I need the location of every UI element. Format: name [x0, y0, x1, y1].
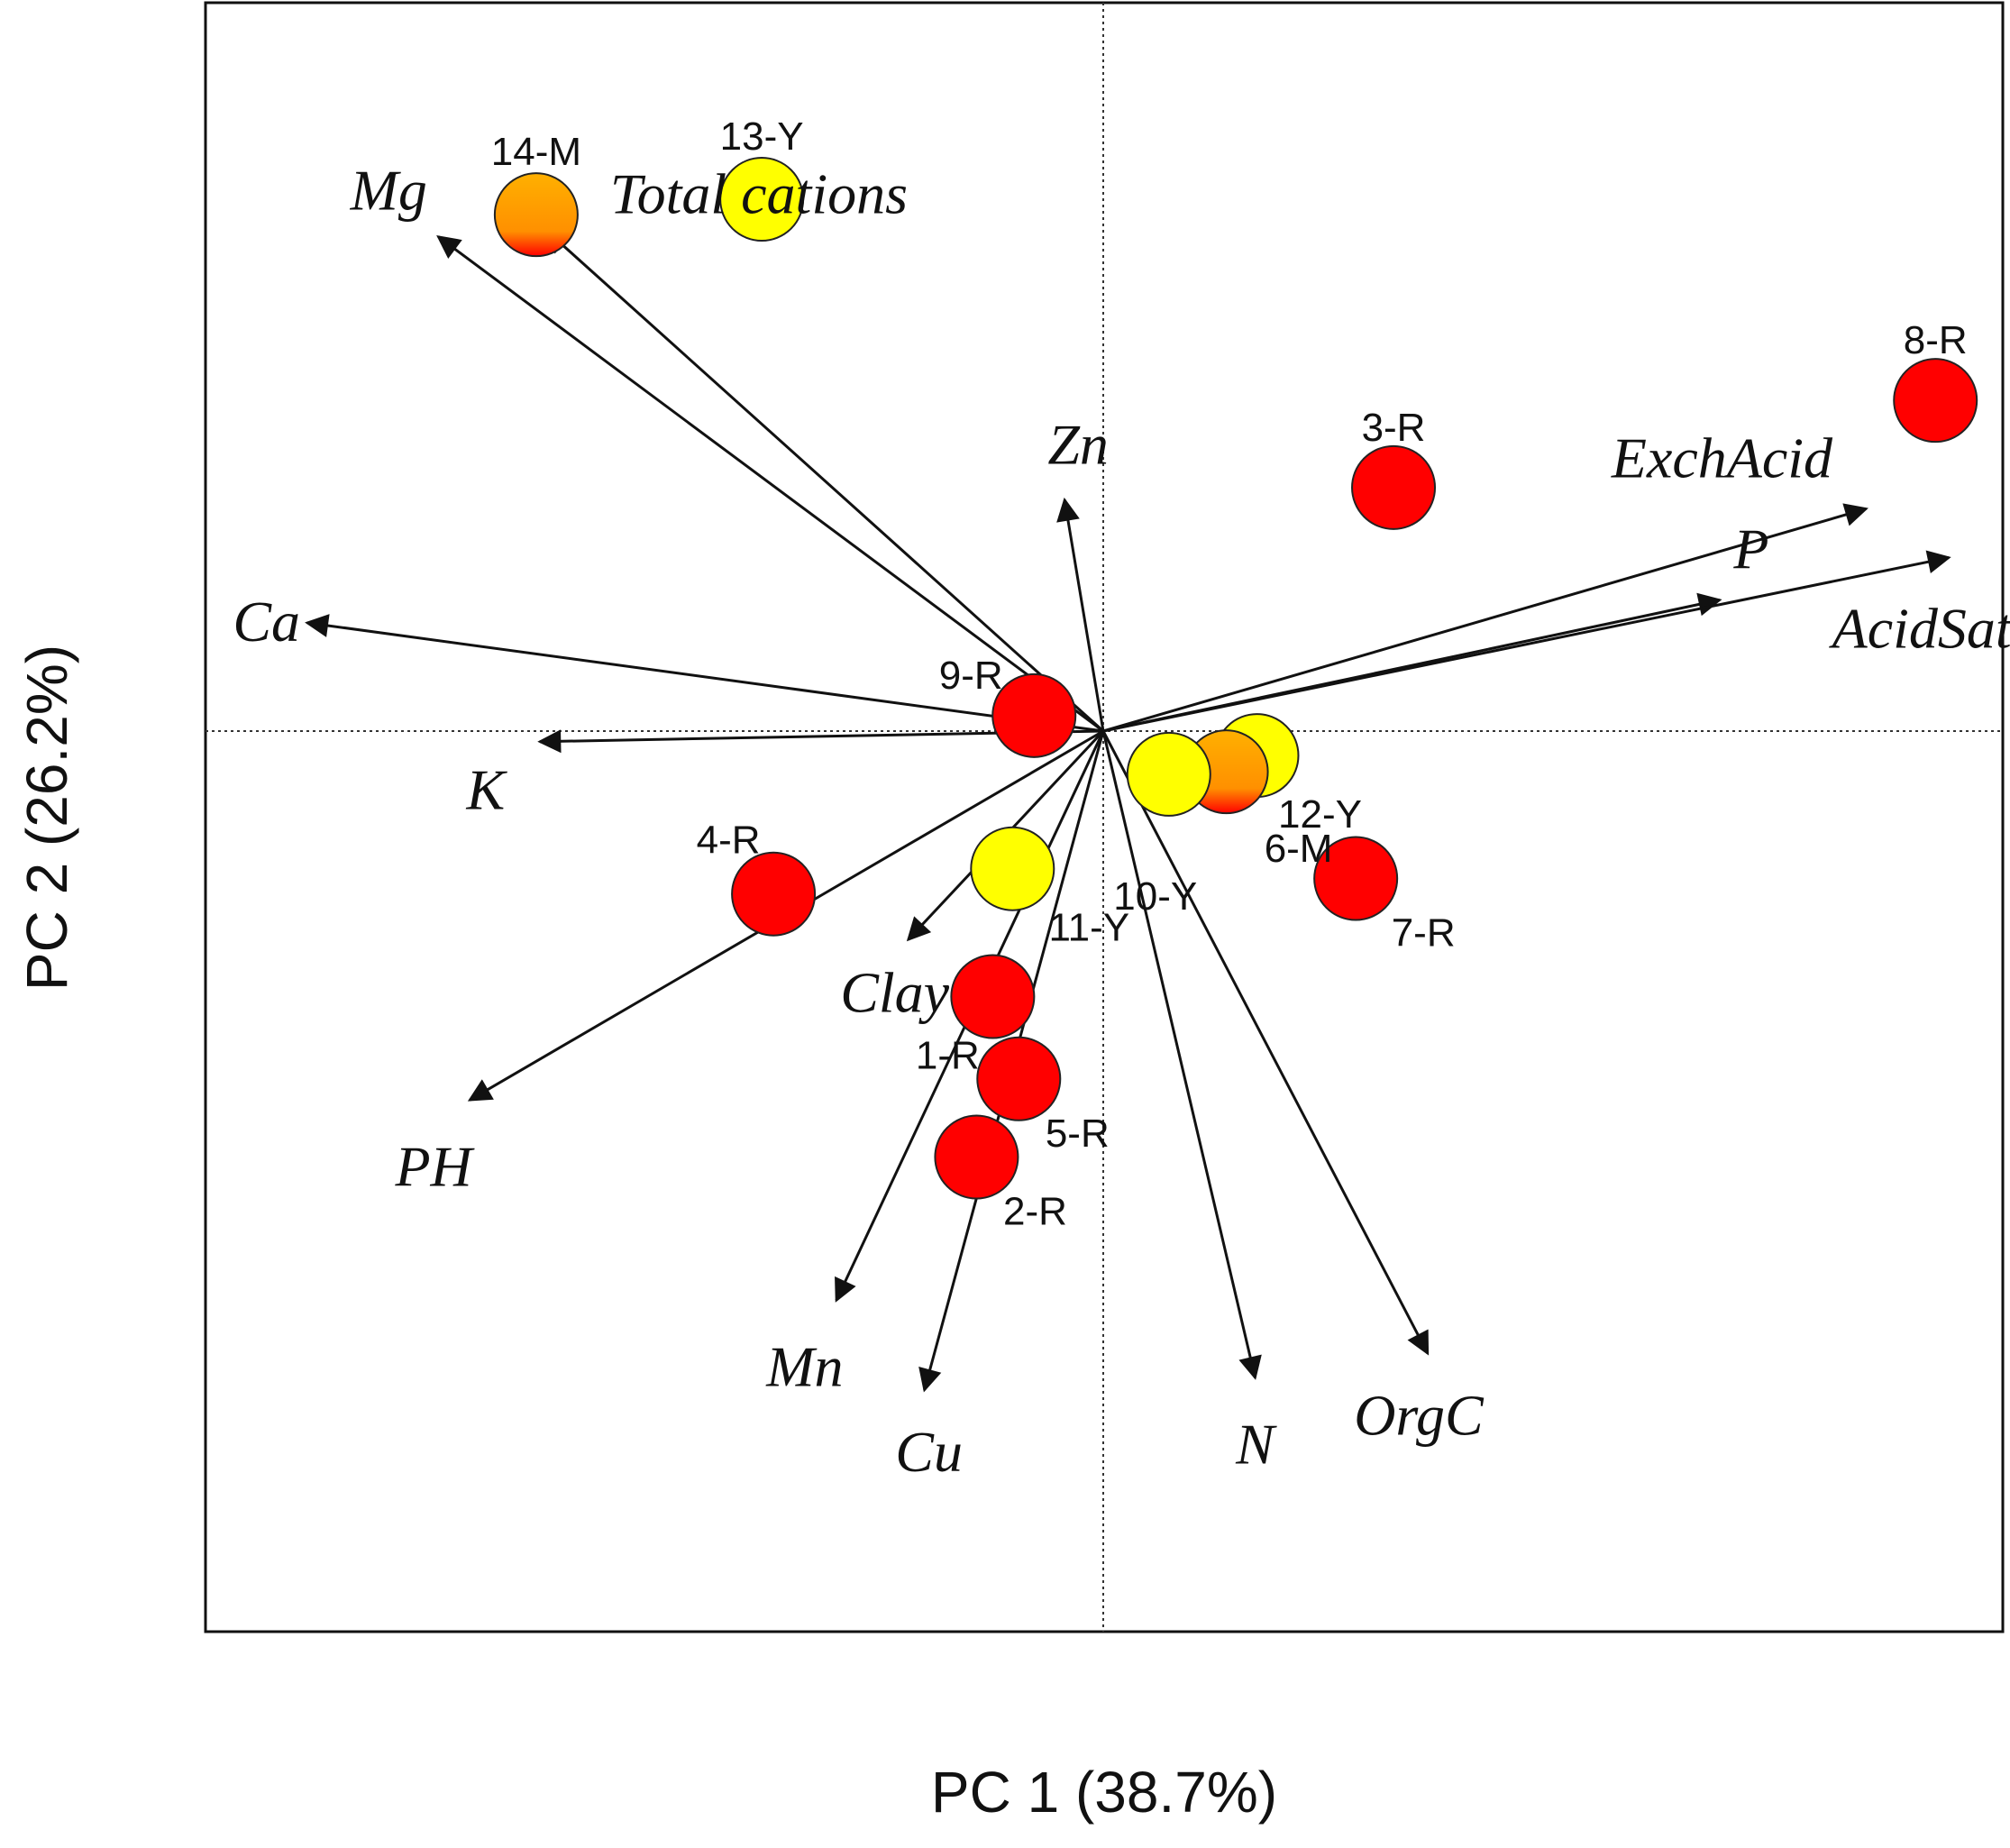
sample-point-8-r — [1893, 358, 1978, 444]
sample-points — [493, 157, 1978, 1200]
loading-vectors — [305, 229, 1951, 1393]
sample-point-2-r — [934, 1114, 1019, 1200]
sample-label-7-r: 7-R — [1392, 911, 1456, 956]
variable-label-ca: Ca — [233, 590, 300, 654]
variable-label-clay: Clay — [840, 960, 949, 1024]
loading-arrow-zn — [1056, 497, 1105, 732]
sample-label-6-m: 6-M — [1265, 827, 1333, 871]
sample-label-2-r: 2-R — [1003, 1190, 1067, 1234]
loading-arrow-n — [1101, 730, 1262, 1380]
sample-label-1-r: 1-R — [916, 1034, 980, 1078]
variable-label-n: N — [1235, 1412, 1277, 1476]
loading-arrow-orgc — [1101, 730, 1430, 1356]
sample-point-3-r — [1351, 444, 1437, 530]
sample-point-13-y — [719, 157, 805, 242]
sample-label-4-r: 4-R — [697, 819, 761, 863]
sample-labels: 14-M 13-Y 8-R 3-R 9-R 12-Y6-M 10-Y 7-R 4-R 11-Y 1-… — [491, 114, 1968, 1234]
sample-label-9-r: 9-R — [939, 654, 1003, 698]
sample-point-4-r — [731, 851, 817, 937]
sample-point-9-r — [991, 672, 1077, 758]
loading-arrow-total-cations — [544, 229, 1105, 733]
variable-label-mn: Mn — [765, 1335, 843, 1399]
variable-label-orgc: OrgC — [1354, 1383, 1485, 1447]
sample-label-3-r: 3-R — [1362, 406, 1426, 450]
variable-label-acidsat: AcidSat — [1829, 597, 2010, 661]
sample-label-12-y: 12-Y — [1278, 792, 1362, 837]
variable-label-exchacid: ExchAcid — [1611, 425, 1833, 489]
y-axis-title: PC 2 (26.2%) — [14, 645, 79, 991]
sample-label-13-y: 13-Y — [720, 114, 804, 159]
sample-label-11-y: 11-Y — [1048, 906, 1129, 950]
loading-arrow-acidsat — [1102, 550, 1951, 733]
variable-label-mg: Mg — [350, 159, 427, 223]
sample-label-8-r: 8-R — [1904, 318, 1968, 362]
loading-arrow-mg — [436, 235, 1104, 733]
sample-label-10-y: 10-Y — [1113, 874, 1197, 919]
variable-label-zn: Zn — [1047, 412, 1109, 476]
sample-point-1-r — [950, 954, 1036, 1039]
sample-label-14-m: 14-M — [491, 130, 581, 174]
sample-point-11-y — [970, 826, 1055, 911]
sample-point-5-r — [976, 1036, 1062, 1121]
sample-point-14-m — [493, 172, 579, 258]
sample-label-5-r: 5-R — [1046, 1112, 1110, 1156]
variable-label-cu: Cu — [895, 1420, 963, 1484]
loading-arrow-exchacid — [1102, 503, 1868, 733]
sample-point-10-y — [1126, 731, 1211, 817]
variable-label-ph: PH — [394, 1134, 475, 1198]
variable-label-k: K — [466, 758, 508, 822]
variable-label-total-cations: Total cations — [610, 161, 908, 225]
sample-point-7-r — [1313, 836, 1399, 921]
x-axis-title: PC 1 (38.7%) — [931, 1760, 1277, 1825]
variable-label-p: P — [1732, 517, 1768, 581]
loading-arrow-ca — [305, 614, 1104, 733]
